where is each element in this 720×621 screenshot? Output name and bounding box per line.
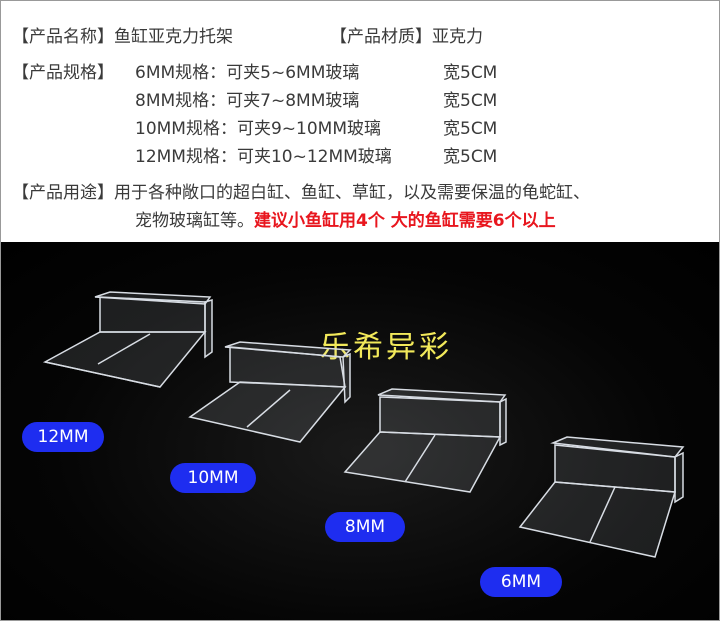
product-material-value: 亚克力	[432, 27, 483, 47]
spec-6mm: 6MM规格：可夹5~6MM玻璃	[135, 63, 360, 83]
brand-watermark: 乐希异彩	[320, 330, 452, 365]
clip-12mm-image	[42, 291, 213, 388]
usage-row-1: 【产品用途】用于各种敞口的超白缸、鱼缸、草缸，以及需要保温的龟蛇缸、	[12, 178, 590, 203]
usage-label: 【产品用途】	[12, 183, 114, 203]
spec-12mm: 12MM规格：可夹10~12MM玻璃	[135, 147, 392, 167]
usage-text-1: 用于各种敞口的超白缸、鱼缸、草缸，以及需要保温的龟蛇缸、	[114, 183, 590, 203]
spec-6mm-width: 宽5CM	[443, 63, 498, 83]
clip-8mm-image	[343, 388, 507, 493]
product-name-label: 【产品名称】	[12, 27, 114, 47]
clip-10mm-image	[188, 341, 352, 443]
product-material-row: 【产品材质】亚克力	[330, 22, 483, 47]
product-name-row: 【产品名称】鱼缸亚克力托架	[12, 22, 233, 47]
product-photo: 乐希异彩	[0, 242, 720, 621]
spec-10mm-width: 宽5CM	[443, 119, 498, 139]
label-10mm: 10MM	[170, 463, 256, 493]
label-6mm: 6MM	[480, 567, 562, 597]
spec-8mm-width: 宽5CM	[443, 91, 498, 111]
clip-6mm-image	[518, 436, 685, 558]
usage-row-2: 宠物玻璃缸等。建议小鱼缸用4个 大的鱼缸需要6个以上	[135, 206, 556, 231]
spec-10mm: 10MM规格：可夹9~10MM玻璃	[135, 119, 381, 139]
product-name-value: 鱼缸亚克力托架	[114, 27, 233, 47]
product-material-label: 【产品材质】	[330, 27, 432, 47]
spec-12mm-width: 宽5CM	[443, 147, 498, 167]
spec-8mm: 8MM规格：可夹7~8MM玻璃	[135, 91, 360, 111]
product-info-panel: 【产品名称】鱼缸亚克力托架 【产品材质】亚克力 【产品规格】 6MM规格：可夹5…	[0, 0, 720, 242]
spec-label: 【产品规格】	[12, 63, 114, 83]
label-8mm: 8MM	[325, 512, 405, 542]
usage-highlight: 建议小鱼缸用4个 大的鱼缸需要6个以上	[254, 211, 556, 231]
label-12mm: 12MM	[22, 422, 104, 452]
usage-text-2: 宠物玻璃缸等。	[135, 211, 254, 231]
